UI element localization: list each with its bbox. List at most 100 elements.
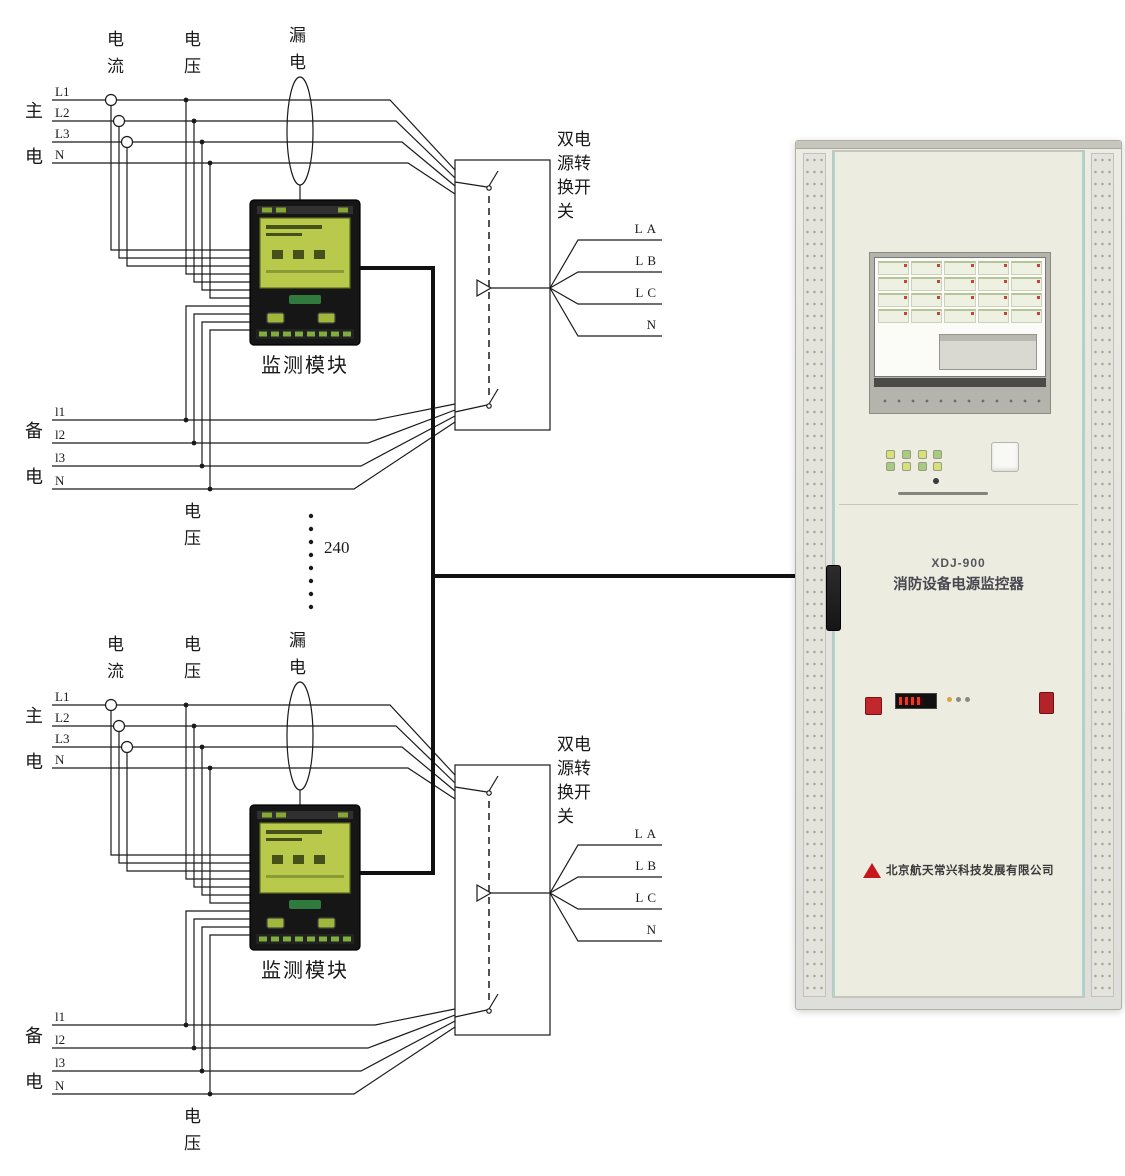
cabinet-top-cap	[796, 141, 1121, 149]
backup-line-label: l1	[55, 1009, 66, 1024]
status-tile-grid	[875, 258, 1045, 326]
voltage-label: 电压	[184, 635, 201, 681]
main-line-label: L1	[55, 84, 70, 99]
power-rocker-switch	[1039, 692, 1054, 714]
current-label: 电流	[107, 30, 124, 76]
company-name: 北京航天常兴科技发展有限公司	[886, 865, 1054, 877]
status-tile	[977, 309, 1009, 323]
status-tile	[911, 261, 943, 275]
main-line-label: N	[55, 752, 65, 767]
status-tile	[1010, 309, 1042, 323]
backup-line-label: l3	[55, 450, 66, 465]
module-label: 监测模块	[261, 355, 349, 377]
status-tile	[1010, 277, 1042, 291]
indicator-lights	[886, 450, 946, 471]
output-line-label: LA	[634, 221, 660, 236]
output-line-label: LC	[635, 285, 660, 300]
status-tile	[944, 309, 976, 323]
status-tile	[878, 261, 910, 275]
status-tile	[977, 261, 1009, 275]
status-tile	[878, 293, 910, 307]
main-line-label: L1	[55, 689, 70, 704]
indicator-dot	[956, 697, 961, 702]
screen-dialog-window	[939, 334, 1037, 370]
backup-line-label: l1	[55, 404, 66, 419]
cabinet-title: 消防设备电源监控器	[893, 577, 1024, 593]
main-line-label: L3	[55, 731, 70, 746]
backup-line-label: N	[55, 473, 65, 488]
current-label: 电流	[107, 635, 124, 681]
bus-connection	[360, 266, 795, 875]
backup-line-label: N	[55, 1078, 65, 1093]
dialog-title-bar	[940, 335, 1036, 341]
panel-white-button	[991, 442, 1019, 472]
indicator-light	[886, 450, 895, 459]
output-line-label: LB	[635, 858, 660, 873]
status-tile	[944, 277, 976, 291]
indicator-dot	[965, 697, 970, 702]
voltage-label: 电压	[184, 30, 201, 76]
status-tile	[944, 293, 976, 307]
status-tile	[911, 293, 943, 307]
backup-power-label: 备电	[25, 1026, 43, 1092]
status-tile	[878, 309, 910, 323]
indicator-dot	[947, 697, 952, 702]
door-divider-line	[839, 504, 1078, 505]
perforated-rail-right	[1091, 153, 1114, 997]
indicator-light	[886, 462, 895, 471]
main-line-label: L2	[55, 710, 70, 725]
repeat-count: 240	[324, 538, 350, 557]
output-line-label: LB	[635, 253, 660, 268]
brand-logo-icon	[863, 862, 881, 878]
output-line-label: LC	[635, 890, 660, 905]
voltage-label-bottom: 电压	[184, 1107, 201, 1153]
switch-label: 双电源转换开关	[557, 130, 591, 221]
repeat-dots	[308, 513, 314, 610]
status-tile	[977, 277, 1009, 291]
backup-line-label: l2	[55, 427, 66, 442]
perforated-rail-left	[803, 153, 826, 997]
door-handle	[826, 565, 841, 631]
status-tile	[911, 277, 943, 291]
status-tile	[911, 309, 943, 323]
main-power-label: 主电	[25, 101, 43, 167]
main-line-label: L2	[55, 105, 70, 120]
backup-line-label: l3	[55, 1055, 66, 1070]
red-button	[865, 697, 882, 715]
status-tile	[1010, 261, 1042, 275]
module-label: 监测模块	[261, 960, 349, 982]
leakage-label: 漏电	[289, 26, 306, 72]
output-line-label: N	[646, 922, 660, 937]
switch-label: 双电源转换开关	[557, 735, 591, 826]
indicator-light	[901, 462, 911, 471]
status-tile	[1010, 293, 1042, 307]
backup-line-label: l2	[55, 1032, 66, 1047]
screen-taskbar	[874, 378, 1046, 387]
voltage-label-bottom: 电压	[184, 502, 201, 548]
indicator-light	[933, 462, 943, 471]
monitor-cabinet: XDJ-900 消防设备电源监控器 北京航天常兴科技发展有限公司	[795, 140, 1122, 1010]
leakage-label: 漏电	[289, 631, 306, 677]
lower-indicator-dots	[947, 697, 970, 702]
status-tile	[878, 277, 910, 291]
output-line-label: N	[646, 317, 660, 332]
indicator-light	[917, 462, 927, 471]
led-display	[895, 693, 937, 709]
output-line-label: LA	[634, 826, 660, 841]
panel-knob	[933, 478, 939, 484]
panel-slot	[898, 492, 988, 495]
main-line-label: N	[55, 147, 65, 162]
main-power-label: 主电	[25, 706, 43, 772]
indicator-light	[901, 450, 911, 459]
cabinet-model: XDJ-900	[931, 556, 986, 570]
status-tile	[944, 261, 976, 275]
brand-row: 北京航天常兴科技发展有限公司	[835, 862, 1082, 878]
status-tile	[977, 293, 1009, 307]
backup-power-label: 备电	[25, 421, 43, 487]
screen-button-strip	[874, 389, 1046, 403]
led-digits	[899, 697, 923, 705]
monitor-screen-unit	[869, 252, 1051, 414]
cabinet-door: XDJ-900 消防设备电源监控器 北京航天常兴科技发展有限公司	[826, 150, 1085, 998]
